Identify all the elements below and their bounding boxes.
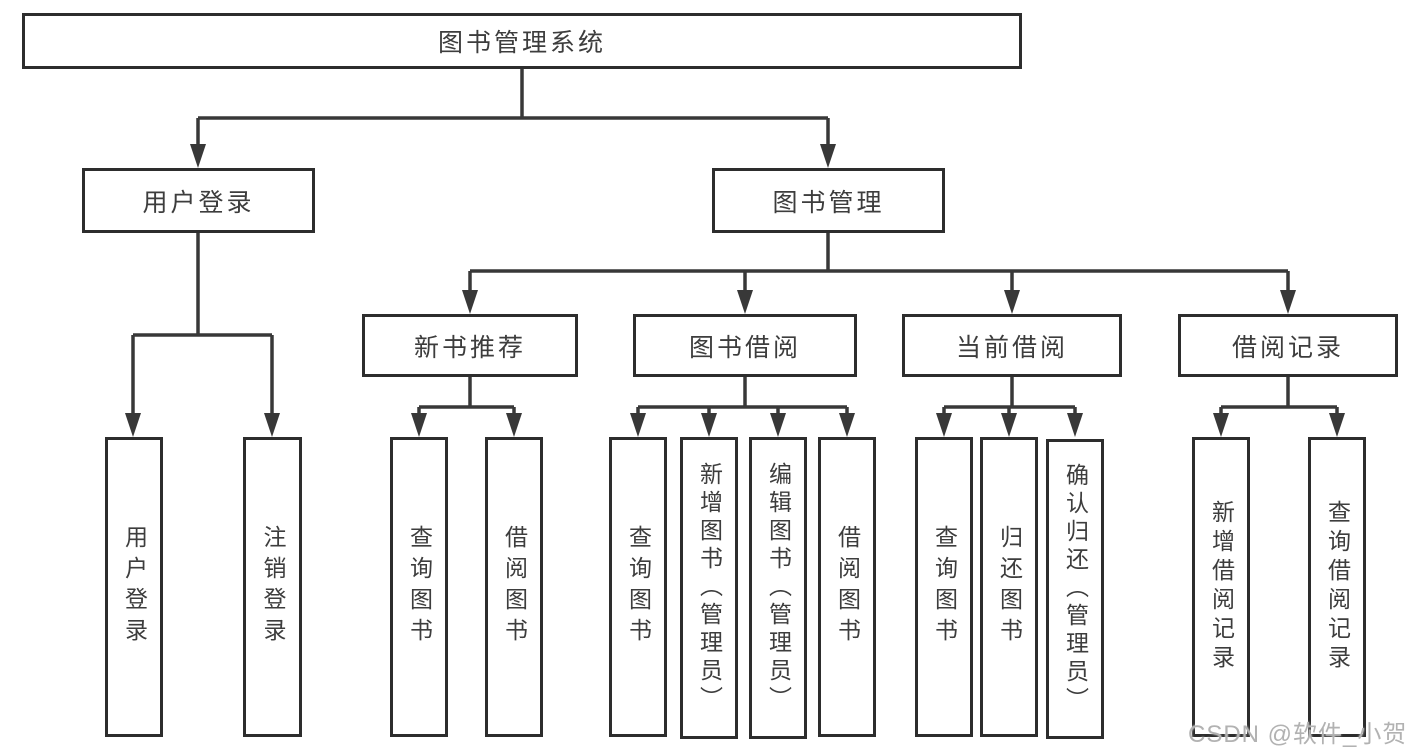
arrowhead <box>125 413 141 437</box>
node-borrow-records-label: 借阅记录 <box>1231 333 1344 362</box>
connector-recommend-branch <box>417 377 516 416</box>
node-current-borrowing: 当前借阅 <box>902 314 1122 377</box>
connector-records-branch <box>1219 377 1339 416</box>
leaf-user-login: 用户登录 <box>105 437 163 737</box>
leaf-query-borrow-record-label: 查询借阅记录 <box>1324 500 1351 674</box>
arrowhead <box>190 144 206 168</box>
leaf-borrow-books-recommend: 借阅图书 <box>485 437 543 737</box>
node-root-system: 图书管理系统 <box>22 13 1022 69</box>
arrowhead <box>1067 413 1083 437</box>
node-book-management-label: 图书管理 <box>772 188 885 217</box>
leaf-logout: 注销登录 <box>243 437 302 737</box>
leaf-return-books-label: 归还图书 <box>996 525 1023 649</box>
leaf-logout-label: 注销登录 <box>260 525 286 649</box>
leaf-edit-books-admin-label: 编辑图书（管理员） <box>765 462 792 714</box>
node-borrow-records: 借阅记录 <box>1178 314 1398 377</box>
leaf-query-books-recommend: 查询图书 <box>390 437 448 737</box>
leaf-user-login-label: 用户登录 <box>121 525 148 649</box>
node-new-book-recommend-label: 新书推荐 <box>413 333 526 362</box>
leaf-edit-books-admin: 编辑图书（管理员） <box>749 437 807 739</box>
node-new-book-recommend: 新书推荐 <box>362 314 578 377</box>
arrowhead <box>1004 290 1020 314</box>
leaf-query-books-borrowing-label: 查询图书 <box>625 525 652 649</box>
node-book-borrowing: 图书借阅 <box>633 314 857 377</box>
node-user-login: 用户登录 <box>82 168 315 233</box>
leaf-add-borrow-record-label: 新增借阅记录 <box>1208 500 1235 674</box>
node-user-login-label: 用户登录 <box>142 188 255 217</box>
arrowhead <box>737 290 753 314</box>
leaf-query-books-recommend-label: 查询图书 <box>406 525 433 649</box>
leaf-borrow-books: 借阅图书 <box>818 437 876 737</box>
arrowheads <box>125 144 1345 437</box>
arrowhead <box>820 144 836 168</box>
node-book-borrowing-label: 图书借阅 <box>688 333 801 362</box>
leaf-borrow-books-recommend-label: 借阅图书 <box>501 525 528 649</box>
arrowhead <box>839 413 855 437</box>
node-root-label: 图书管理系统 <box>437 29 606 57</box>
arrowhead <box>1329 413 1345 437</box>
arrowhead <box>462 290 478 314</box>
arrowhead <box>264 413 280 437</box>
connector-manage-branch <box>468 233 1290 292</box>
arrowhead <box>1001 413 1017 437</box>
connector-lines <box>131 69 1339 416</box>
arrowhead <box>936 413 952 437</box>
connector-login-branch <box>131 233 274 415</box>
arrowhead <box>630 413 646 437</box>
connector-borrowing-branch <box>636 377 849 416</box>
arrowhead <box>506 413 522 437</box>
arrowhead <box>1213 413 1229 437</box>
arrowhead <box>411 413 427 437</box>
arrowhead <box>770 413 786 437</box>
arrowhead <box>701 413 717 437</box>
arrowhead <box>1280 290 1296 314</box>
node-current-borrowing-label: 当前借阅 <box>955 333 1068 362</box>
leaf-return-books: 归还图书 <box>980 437 1038 737</box>
leaf-add-borrow-record: 新增借阅记录 <box>1192 437 1250 737</box>
leaf-query-books-current: 查询图书 <box>915 437 973 737</box>
node-book-management: 图书管理 <box>712 168 945 233</box>
leaf-borrow-books-label: 借阅图书 <box>834 525 861 649</box>
leaf-query-books-borrowing: 查询图书 <box>609 437 667 737</box>
connector-current-branch <box>942 377 1077 416</box>
csdn-watermark: CSDN @软件_小贺同学 <box>1188 721 1405 747</box>
connector-root <box>196 69 830 146</box>
leaf-query-borrow-record: 查询借阅记录 <box>1308 437 1366 737</box>
leaf-confirm-return-admin-label: 确认归还（管理员） <box>1062 463 1089 715</box>
leaf-confirm-return-admin: 确认归还（管理员） <box>1046 439 1104 739</box>
leaf-add-books-admin: 新增图书（管理员） <box>680 437 738 739</box>
leaf-add-books-admin-label: 新增图书（管理员） <box>696 462 723 714</box>
leaf-query-books-current-label: 查询图书 <box>931 525 958 649</box>
